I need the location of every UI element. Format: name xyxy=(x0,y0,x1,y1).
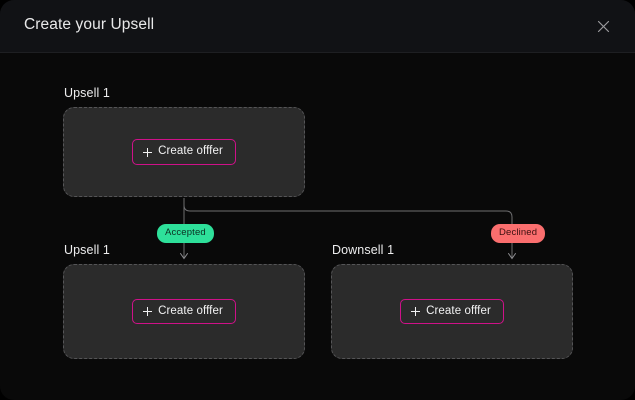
create-offer-button-label: Create offfer xyxy=(158,304,223,317)
create-offer-button[interactable]: Create offfer xyxy=(400,298,504,325)
branch-badge-accepted: Accepted xyxy=(157,224,214,243)
create-offer-button[interactable]: Create offfer xyxy=(132,139,236,165)
modal-header: Create your Upsell xyxy=(0,0,635,53)
flow-node-downsell-1-declined: Downsell 1 Create offfer xyxy=(331,243,573,359)
branch-badge-declined: Declined xyxy=(491,224,546,243)
flow-canvas: Accepted Declined Upsell 1 Create offfer… xyxy=(0,53,635,400)
flow-node-upsell-1-root: Upsell 1 Create offfer xyxy=(63,86,305,197)
plus-icon xyxy=(143,147,153,157)
offer-card[interactable]: Create offfer xyxy=(63,264,305,359)
plus-icon xyxy=(411,307,421,316)
offer-card[interactable]: Create offfer xyxy=(63,107,305,197)
node-label: Downsell 1 xyxy=(332,243,395,257)
page-title: Create your Upsell xyxy=(24,16,155,33)
close-icon[interactable] xyxy=(594,17,613,36)
create-offer-button[interactable]: Create offfer xyxy=(132,298,236,325)
create-offer-button-label: Create offfer xyxy=(158,145,223,158)
node-label: Upsell 1 xyxy=(64,243,110,257)
plus-icon xyxy=(143,307,153,316)
offer-card[interactable]: Create offfer xyxy=(331,264,573,359)
create-offer-button-label: Create offfer xyxy=(426,304,491,317)
node-label: Upsell 1 xyxy=(64,86,110,100)
flow-node-upsell-1-accepted: Upsell 1 Create offfer xyxy=(63,243,305,359)
